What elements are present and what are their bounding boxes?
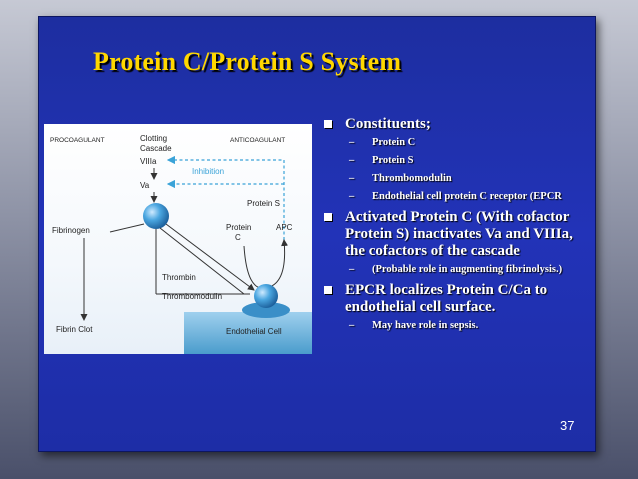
protein-c-letter: C <box>235 233 241 242</box>
sub-bullet: –May have role in sepsis. <box>349 320 479 331</box>
thrombin-sphere <box>143 203 169 229</box>
viiia-label: VIIIa <box>140 157 157 166</box>
va-label: Va <box>140 181 150 190</box>
bullet-constituents: Constituents; <box>321 116 591 133</box>
endothelial-cell-label: Endothelial Cell <box>226 327 282 336</box>
bullet-list: Constituents; –Protein C –Protein S –Thr… <box>321 116 591 338</box>
pathway-diagram: PROCOAGULANT ANTICOAGULANT Clotting Casc… <box>50 134 312 354</box>
slide-title: Protein C/Protein S System <box>93 47 402 76</box>
bullet-square-icon <box>324 213 332 221</box>
protein-s-label: Protein S <box>247 199 280 208</box>
protein-c-label: Protein <box>226 223 251 232</box>
inhibition-arrow-viiia <box>166 155 285 240</box>
protein-c-activation-arrow <box>243 239 289 289</box>
sphere-to-fibrinogen-line <box>109 223 145 233</box>
inhibition-label: Inhibition <box>192 167 224 176</box>
thrombin-label: Thrombin <box>162 273 196 282</box>
sub-bullet: –(Probable role in augmenting fibrinolys… <box>349 264 563 275</box>
sub-bullet: –Endothelial cell protein C receptor (EP… <box>349 191 562 202</box>
cascade-label: Cascade <box>140 144 172 153</box>
fibrinogen-label: Fibrinogen <box>52 226 90 235</box>
procoagulant-label: PROCOAGULANT <box>50 137 105 144</box>
page-number: 37 <box>560 418 575 433</box>
protein-c-pathway-figure: PROCOAGULANT ANTICOAGULANT Clotting Casc… <box>44 124 312 354</box>
endothelial-cell <box>184 312 312 354</box>
thrombomodulin-sphere <box>254 284 278 308</box>
bullet-activated-protein-c: Activated Protein C (With cofactor Prote… <box>321 209 591 260</box>
sub-bullet: –Protein C <box>349 137 416 148</box>
anticoagulant-label: ANTICOAGULANT <box>230 137 285 144</box>
bullet-epcr: EPCR localizes Protein C/Ca to endotheli… <box>321 282 591 316</box>
fibrin-clot-label: Fibrin Clot <box>56 325 93 334</box>
sub-bullet: –Thrombomodulin <box>349 173 452 184</box>
receptor-base <box>242 302 290 318</box>
thrombin-to-complex-arrow <box>165 223 255 291</box>
bullet-square-icon <box>324 120 332 128</box>
sub-bullet: –Protein S <box>349 155 414 166</box>
clotting-label: Clotting <box>140 134 167 143</box>
thrombomodulin-label: Thrombomodulin <box>162 292 222 301</box>
thrombin-to-complex-arrow-2 <box>159 227 245 295</box>
bullet-square-icon <box>324 286 332 294</box>
apc-label: APC <box>276 223 293 232</box>
